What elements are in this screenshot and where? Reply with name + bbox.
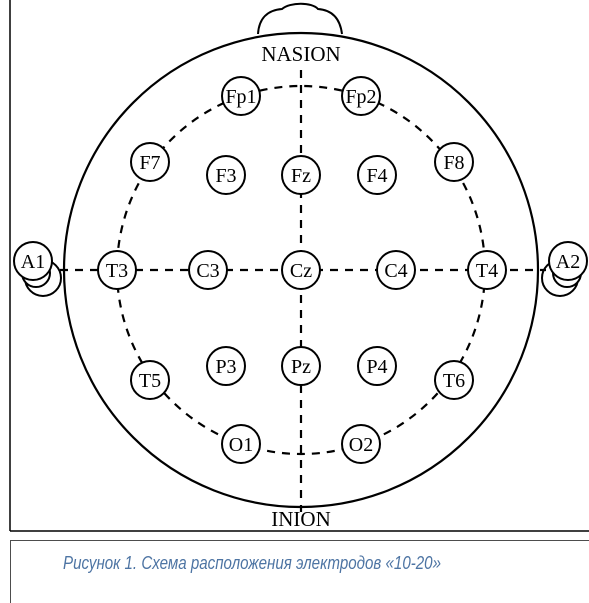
electrode-f4: F4 bbox=[357, 155, 397, 195]
svg-text:A2: A2 bbox=[556, 251, 580, 273]
svg-text:O1: O1 bbox=[229, 434, 253, 456]
electrode-t6: T6 bbox=[434, 360, 474, 400]
caption-box: Рисунок 1. Схема расположения электродов… bbox=[10, 540, 589, 603]
nose-outline bbox=[257, 2, 343, 35]
electrode-f7: F7 bbox=[130, 142, 170, 182]
electrode-fp2: Fp2 bbox=[341, 76, 381, 116]
electrode-t5: T5 bbox=[130, 360, 170, 400]
svg-text:O2: O2 bbox=[349, 434, 373, 456]
svg-text:F3: F3 bbox=[215, 165, 236, 187]
svg-text:P4: P4 bbox=[366, 356, 387, 378]
electrode-p4: P4 bbox=[357, 346, 397, 386]
svg-text:T3: T3 bbox=[106, 260, 128, 282]
electrode-fz: Fz bbox=[281, 155, 321, 195]
svg-text:F7: F7 bbox=[139, 152, 160, 174]
nasion-label: NASION bbox=[261, 42, 340, 66]
electrode-o2: O2 bbox=[341, 424, 381, 464]
electrode-a1: A1 bbox=[13, 241, 53, 281]
electrode-fp1: Fp1 bbox=[221, 76, 261, 116]
svg-text:P3: P3 bbox=[215, 356, 236, 378]
electrode-a2: A2 bbox=[548, 241, 588, 281]
electrode-t4: T4 bbox=[467, 250, 507, 290]
svg-text:C4: C4 bbox=[384, 260, 407, 282]
svg-text:Fz: Fz bbox=[291, 165, 311, 187]
svg-text:T6: T6 bbox=[443, 370, 465, 392]
figure-frame bbox=[9, 0, 589, 532]
svg-text:T4: T4 bbox=[476, 260, 498, 282]
svg-text:Fp1: Fp1 bbox=[225, 86, 256, 108]
svg-text:Fp2: Fp2 bbox=[345, 86, 376, 108]
electrode-p3: P3 bbox=[206, 346, 246, 386]
electrode-cz: Cz bbox=[281, 250, 321, 290]
svg-text:Pz: Pz bbox=[291, 356, 311, 378]
electrode-f3: F3 bbox=[206, 155, 246, 195]
eeg-10-20-diagram: NASION INION Fp1 Fp2 F7 F3 Fz F4 F8 A1 T… bbox=[9, 0, 589, 532]
inion-label: INION bbox=[271, 507, 330, 531]
svg-text:F8: F8 bbox=[443, 152, 464, 174]
svg-text:A1: A1 bbox=[21, 251, 45, 273]
svg-text:F4: F4 bbox=[366, 165, 387, 187]
electrode-pz: Pz bbox=[281, 346, 321, 386]
svg-text:C3: C3 bbox=[196, 260, 219, 282]
electrode-c3: C3 bbox=[188, 250, 228, 290]
electrode-f8: F8 bbox=[434, 142, 474, 182]
figure-caption: Рисунок 1. Схема расположения электродов… bbox=[63, 553, 441, 573]
svg-text:Cz: Cz bbox=[290, 260, 312, 282]
svg-text:T5: T5 bbox=[139, 370, 161, 392]
electrode-o1: O1 bbox=[221, 424, 261, 464]
electrode-t3: T3 bbox=[97, 250, 137, 290]
electrode-c4: C4 bbox=[376, 250, 416, 290]
